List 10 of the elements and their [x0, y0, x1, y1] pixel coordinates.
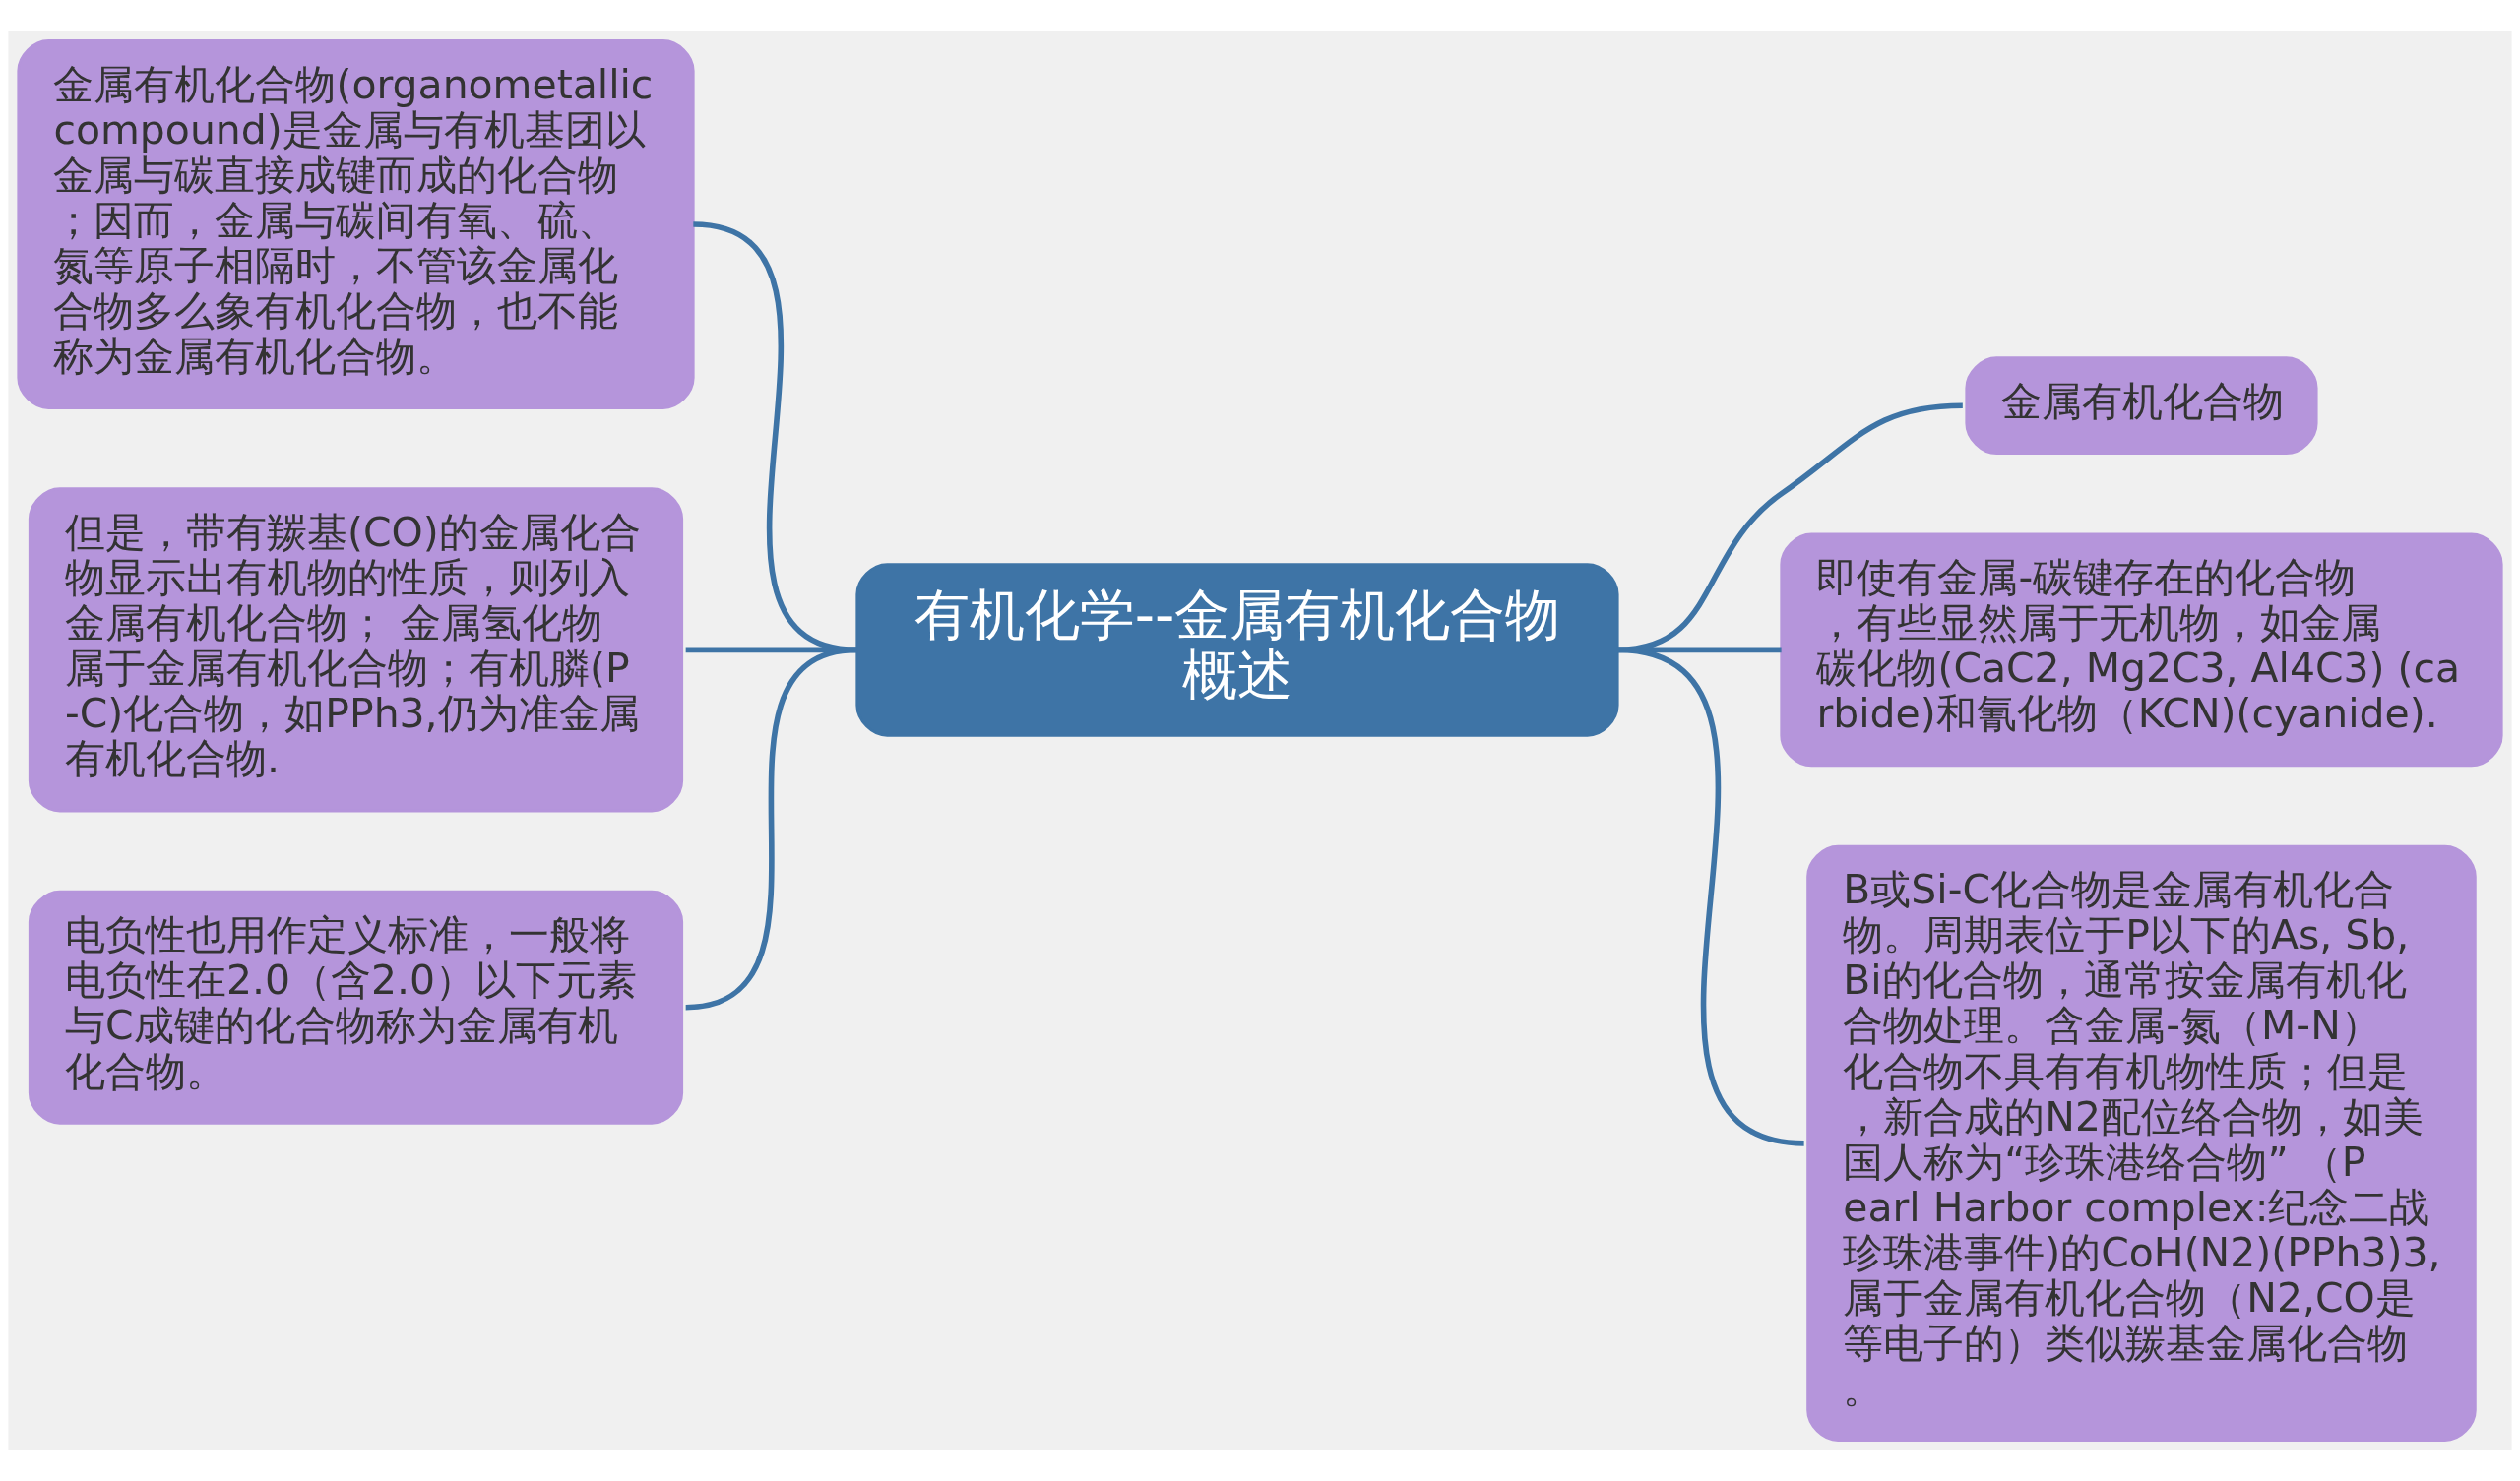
connector [1616, 647, 1805, 1146]
node-box: B或Si-C化合物是金属有机化合物。周期表位于P以下的As, Sb, Bi的化合物，通常按金属有机化合物处理。含金属-氮（M-N）化合物不具有有机物性质；但是，新合成的N2配位络合物，如美国人称为“珍珠港络合物” （Pearl Harbor complex:纪念二战珍珠港事件)的CoH(N2)(PPh3)3,属于金属有机化合物（N2,CO是等电子的）类似羰基金属化合物。 [1806, 844, 2477, 1443]
connector [685, 647, 858, 1011]
node-box: 电负性也用作定义标准，一般将电负性在2.0（含2.0）以下元素与C成键的化合物称为金属有机化合物。 [28, 890, 684, 1125]
node-box: 金属有机化合物 [1965, 356, 2318, 456]
connector [1617, 402, 1963, 653]
node-box: 但是，带有羰基(CO)的金属化合物显示出有机物的性质，则列入金属有机化合物； 金属氢化物属于金属有机化合物；有机膦(P-C)化合物，如PPh3,仍为准金属有机化合物. [28, 487, 684, 813]
node-box: 金属有机化合物(organometallic compound)是金属与有机基团以金属与碳直接成键而成的化合物；因而，金属与碳间有氧、硫、氮等原子相隔时，不管该金属化合物多么象有机化合物，也不能称为金属有机化合物。 [17, 38, 695, 410]
node-box: 即使有金属-碳键存在的化合物，有些显然属于无机物，如金属碳化物(CaC2, Mg2C3, Al4C3) (carbide)和氰化物（KCN)(cyanide). [1780, 532, 2503, 768]
node-box: 有机化学--金属有机化合物概述 [855, 563, 1619, 737]
